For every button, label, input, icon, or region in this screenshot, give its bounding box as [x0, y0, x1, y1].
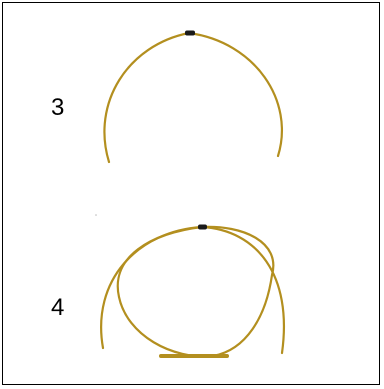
step-3-label: 3 — [51, 96, 64, 120]
clip-step-3 — [185, 31, 195, 36]
wire-loop-inner-step-4 — [118, 227, 274, 357]
wire-loop-outer-step-4 — [101, 227, 284, 353]
step-4-label: 4 — [51, 296, 64, 320]
figure-frame: 3 4 — [2, 2, 380, 385]
speck-mark — [95, 214, 97, 216]
clip-step-4 — [198, 225, 207, 230]
wire-figure — [3, 3, 381, 386]
wire-arch-step-3 — [104, 33, 281, 162]
